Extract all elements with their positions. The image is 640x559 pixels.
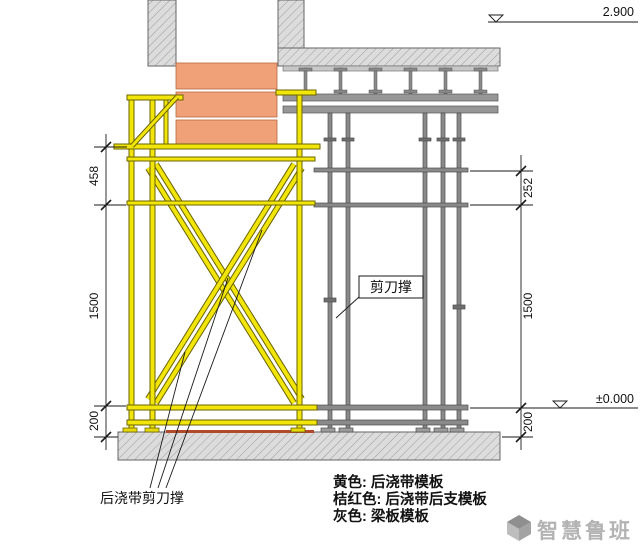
scissor-brace-x bbox=[145, 162, 305, 405]
color-legend: 黄色: 后浇带模板 桔红色: 后浇带后支模板 灰色: 梁板模板 bbox=[333, 473, 487, 525]
scaffold-ledger bbox=[313, 404, 469, 411]
elevation-triangle-icon bbox=[551, 400, 569, 409]
scaffold-post bbox=[345, 112, 351, 433]
dim-label: 200 bbox=[87, 411, 101, 431]
postcast-bottom-form-strip bbox=[166, 430, 314, 433]
scaffold-post bbox=[422, 112, 428, 433]
callout-postcast-scissor-brace: 后浇带剪刀撑 bbox=[100, 229, 263, 506]
plywood-band bbox=[282, 65, 499, 72]
scaffold-post bbox=[440, 112, 446, 433]
concrete-structures bbox=[117, 0, 501, 461]
scaffold-ledger bbox=[126, 419, 318, 426]
callout-scissor-brace: 剪刀撑 bbox=[335, 275, 424, 319]
slab-formwork-layers bbox=[282, 65, 499, 114]
dimension-chain-left: 458 1500 200 bbox=[87, 134, 127, 450]
yellow-members bbox=[113, 89, 321, 433]
coupler-nubs bbox=[323, 137, 466, 310]
slab-scaffold bbox=[313, 112, 469, 433]
scaffold-ledger bbox=[275, 89, 317, 96]
scaffold-ledger bbox=[313, 167, 469, 173]
scaffold-post bbox=[163, 95, 169, 148]
scaffold-post bbox=[296, 89, 303, 433]
main-joist-band bbox=[282, 93, 499, 102]
dim-label: 458 bbox=[87, 166, 101, 186]
elevation-top-value: 2.900 bbox=[603, 5, 634, 19]
legend-item-orange: 桔红色: 后浇带后支模板 bbox=[333, 490, 487, 508]
scaffold-post bbox=[327, 112, 333, 433]
formwork-panel bbox=[175, 62, 278, 90]
scaffold-ledger bbox=[126, 200, 316, 206]
scaffold-ledger bbox=[113, 143, 321, 150]
watermark-text: 智慧鲁班 bbox=[537, 519, 633, 543]
formwork-panel bbox=[175, 119, 278, 146]
scaffold-ledger bbox=[126, 94, 184, 101]
scaffold-ledger bbox=[126, 404, 318, 411]
postcast-scissor-brace-label: 后浇带剪刀撑 bbox=[100, 490, 184, 506]
elevation-zero-marker: ±0.000 bbox=[470, 392, 638, 409]
dimension-chain-right: 252 1500 200 bbox=[470, 155, 535, 450]
scaffold-ledger bbox=[313, 202, 469, 208]
left-wall-section bbox=[147, 0, 177, 67]
luban-logo-icon bbox=[507, 515, 531, 541]
elevation-zero-value: ±0.000 bbox=[596, 392, 634, 406]
formwork-panel bbox=[175, 91, 278, 118]
scissor-brace-label: 剪刀撑 bbox=[370, 279, 412, 295]
dim-label: 252 bbox=[521, 178, 535, 198]
scaffold-ledger bbox=[313, 419, 469, 426]
dim-label: 1500 bbox=[521, 292, 535, 319]
legend-item-yellow: 黄色: 后浇带模板 bbox=[333, 473, 444, 491]
postcast-scaffold bbox=[113, 89, 321, 433]
elevation-top-marker: 2.900 bbox=[487, 5, 638, 23]
dim-label: 1500 bbox=[87, 292, 101, 319]
elevation-triangle-icon bbox=[487, 14, 505, 23]
base-plates bbox=[320, 427, 465, 433]
postcast-support-formwork bbox=[175, 62, 278, 146]
scaffold-ledger bbox=[126, 156, 316, 162]
main-joist-band bbox=[282, 105, 499, 114]
slab-section bbox=[277, 47, 501, 67]
scaffold-post bbox=[456, 112, 462, 433]
watermark: 智慧鲁班 bbox=[507, 515, 633, 543]
base-plates bbox=[122, 427, 306, 433]
legend-item-gray: 灰色: 梁板模板 bbox=[333, 507, 429, 525]
dim-label: 200 bbox=[521, 412, 535, 432]
hanger-studs bbox=[298, 67, 488, 95]
